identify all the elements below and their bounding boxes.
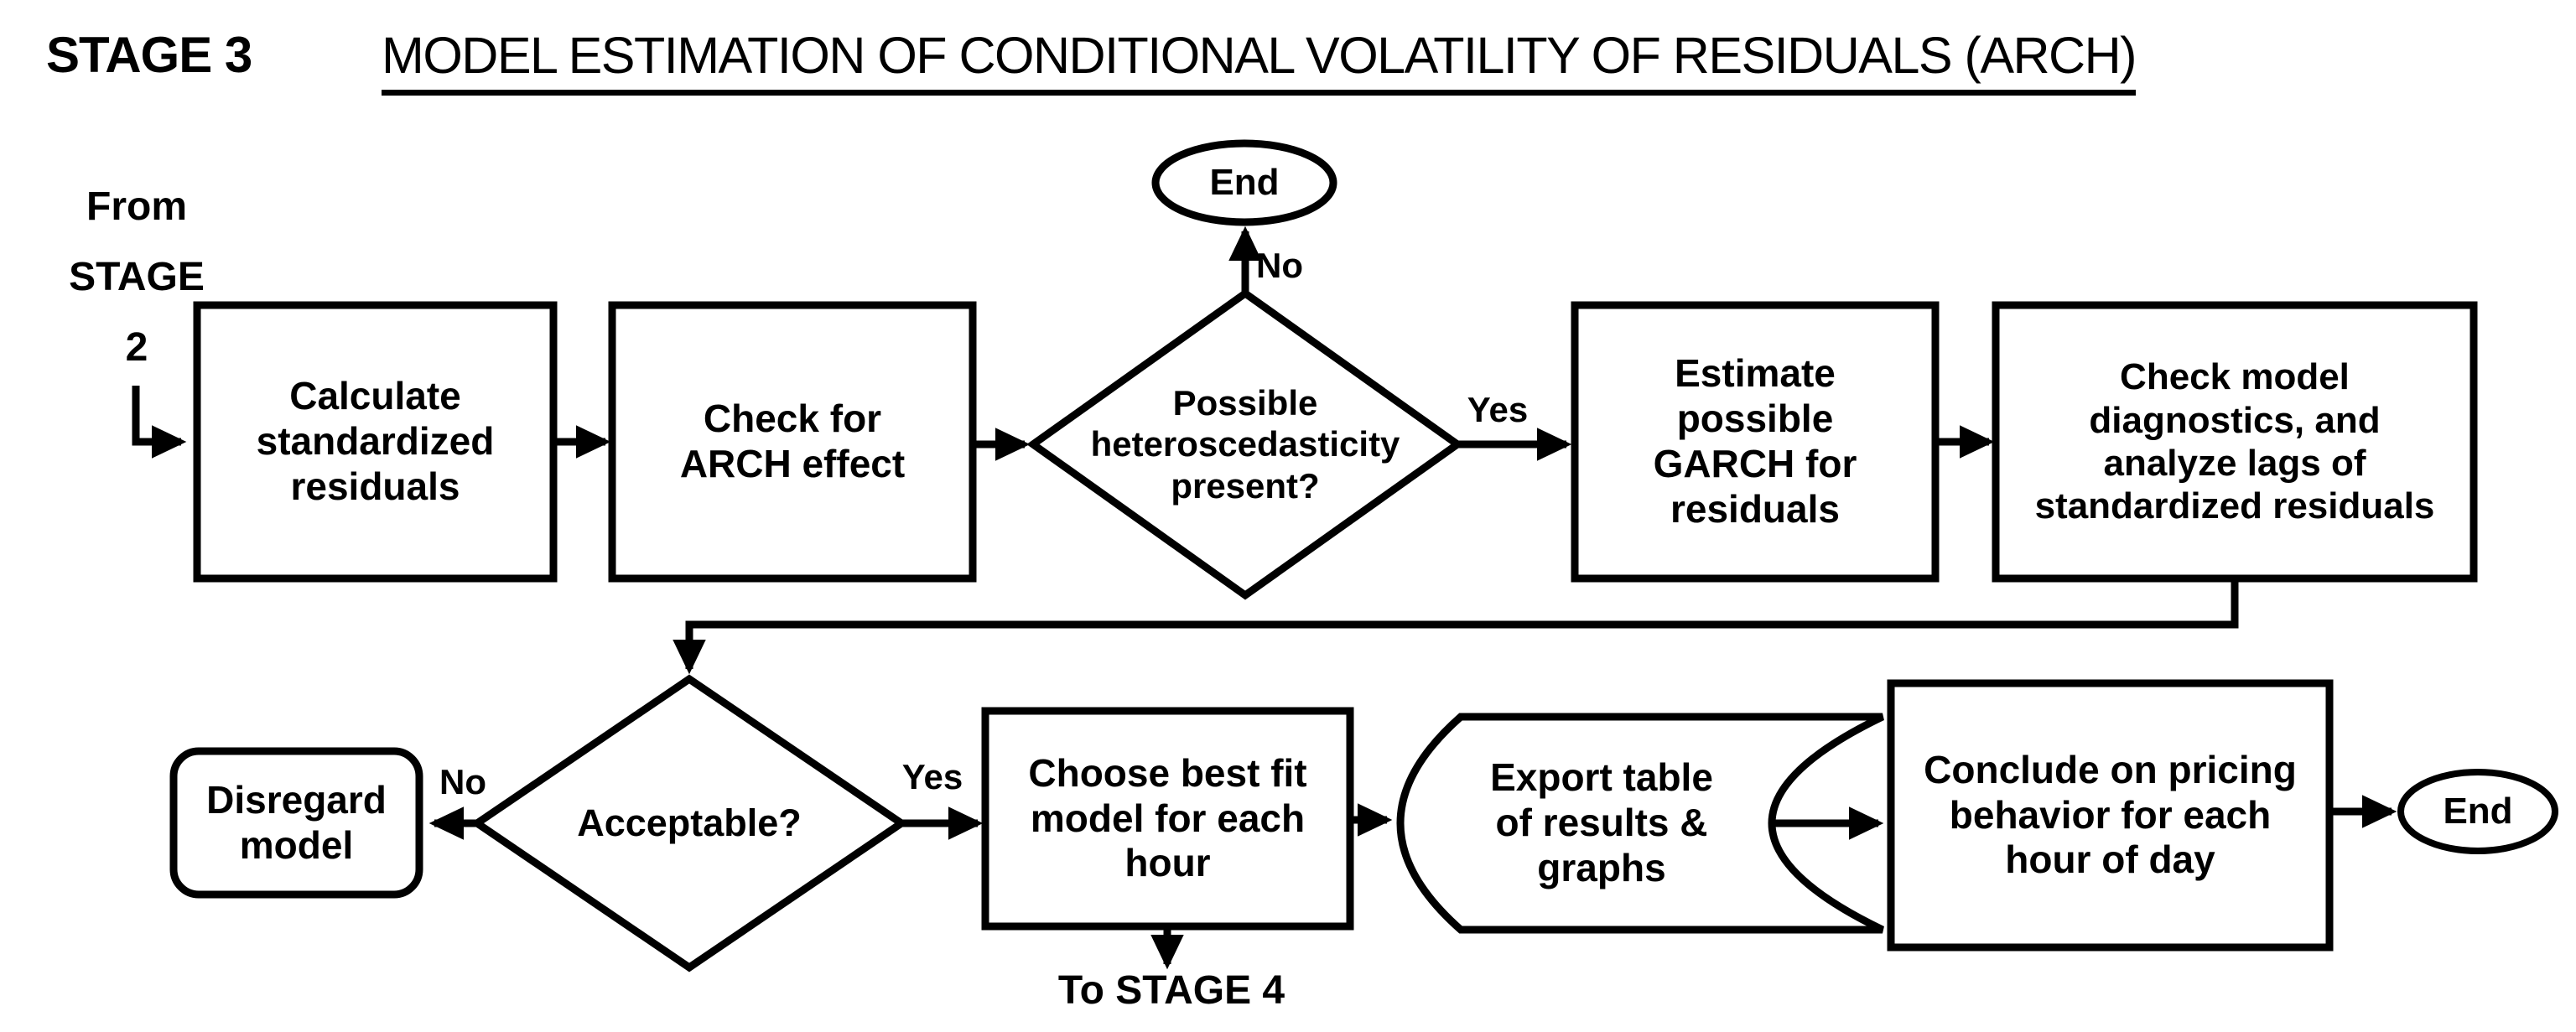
terminator-end-top <box>1151 139 1337 226</box>
node-label-heteroscedasticity: Possible heteroscedasticity present? <box>1090 383 1400 506</box>
process-box-diagnostics <box>1992 301 2478 583</box>
node-label-diagnostics: Check model diagnostics, and analyze lag… <box>2034 356 2435 527</box>
process-box-choose-best-fit <box>981 707 1354 931</box>
node-label-calculate: Calculate standardized residuals <box>256 374 495 508</box>
rounded-box-disregard-model <box>169 747 423 899</box>
node-label-acceptable: Acceptable? <box>577 801 802 844</box>
edge-label-hetero-yes: Yes <box>1467 390 1529 429</box>
entry-label-from-stage2: From STAGE 2 <box>69 184 205 370</box>
node-label-estimate-garch: Estimate possible GARCH for residuals <box>1653 351 1857 531</box>
node-label-end-top: End <box>1209 162 1280 204</box>
process-box-check-arch <box>608 301 977 583</box>
decision-diamond-heteroscedasticity <box>1026 288 1464 600</box>
arrow-diagnostics-to-acceptable <box>673 578 2239 675</box>
edge-label-acceptable-no: No <box>439 762 486 801</box>
process-box-calculate <box>193 301 558 583</box>
node-label-end-right: End <box>2443 791 2513 832</box>
edge-label-acceptable-yes: Yes <box>901 757 963 796</box>
node-label-conclude: Conclude on pricing behavior for each ho… <box>1924 747 2297 882</box>
node-label-export-results: Export table of results & graphs <box>1490 755 1713 889</box>
edge-label-hetero-no: No <box>1256 246 1303 285</box>
terminator-end-right <box>2397 769 2558 854</box>
decision-diamond-acceptable <box>470 674 909 972</box>
stage-label: STAGE 3 <box>46 27 252 83</box>
node-label-disregard: Disregard model <box>206 777 387 867</box>
exit-label-to-stage4: To STAGE 4 <box>1057 968 1285 1013</box>
stored-data-shape-export-results <box>1396 713 1884 934</box>
process-box-estimate-garch <box>1571 301 1940 583</box>
process-box-conclude <box>1887 679 2334 952</box>
page-title: MODEL ESTIMATION OF CONDITIONAL VOLATILI… <box>382 25 2137 96</box>
arrow-from-stage2-to-calculate <box>132 386 187 459</box>
node-label-choose-best-fit: Choose best fit model for each hour <box>1028 750 1307 885</box>
node-label-check-arch: Check for ARCH effect <box>679 397 906 485</box>
